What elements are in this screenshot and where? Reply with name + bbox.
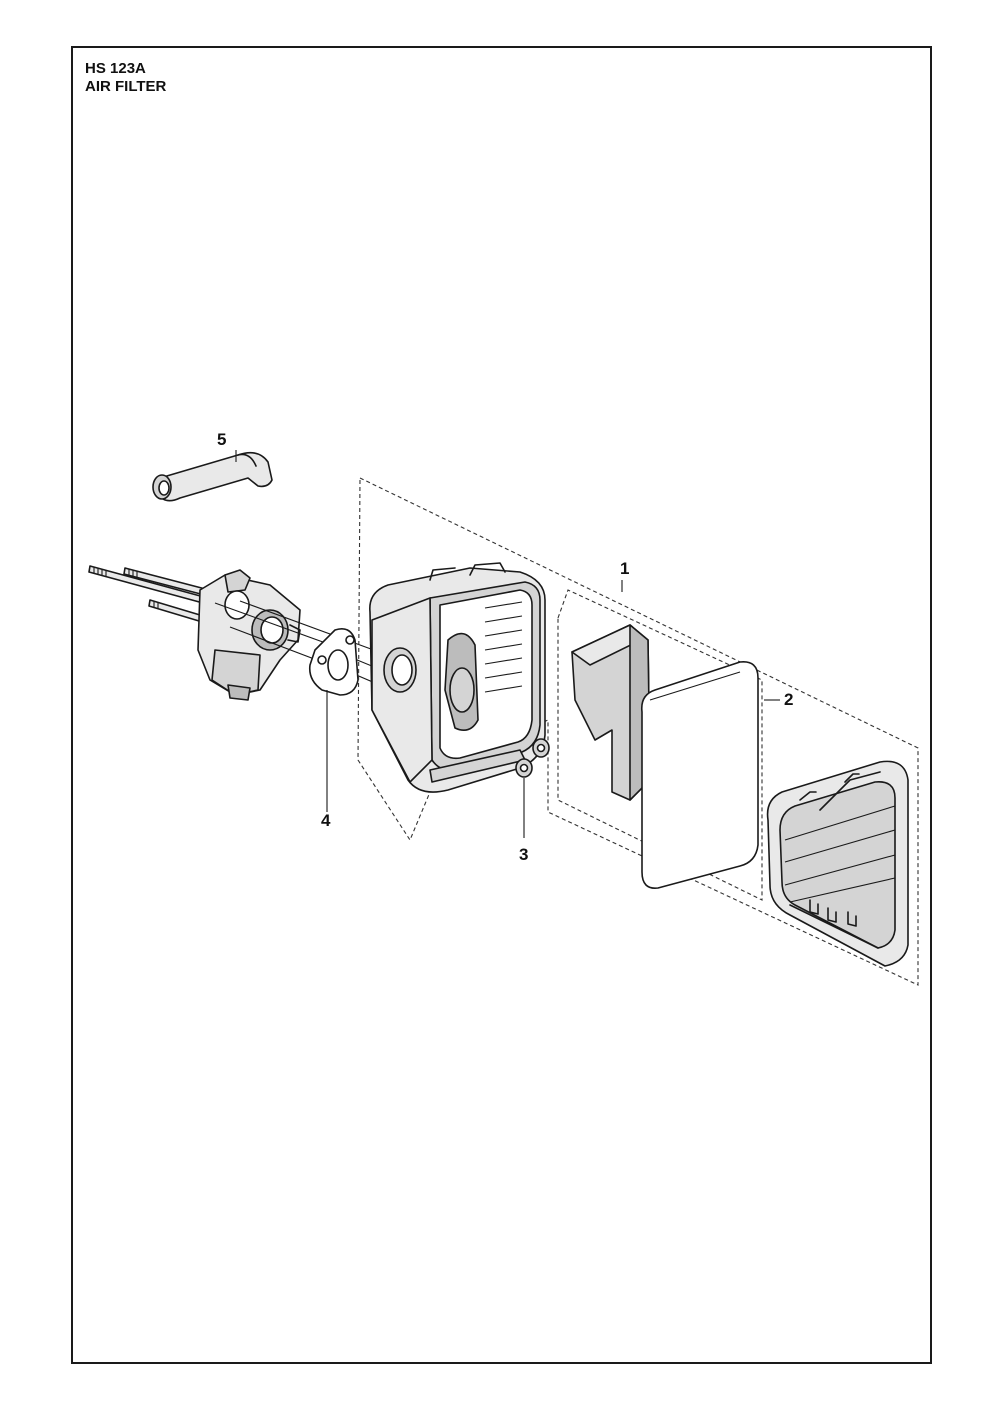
filter-cover-drawing <box>766 760 909 967</box>
nuts-drawing <box>515 738 550 838</box>
model-label: HS 123A <box>85 60 146 77</box>
filter-housing-drawing <box>369 562 546 793</box>
callout-5: 5 <box>217 430 227 449</box>
callout-4: 4 <box>321 811 331 830</box>
carburetor-drawing <box>197 569 301 701</box>
callout-1: 1 <box>620 559 630 578</box>
section-label: AIR FILTER <box>85 78 167 95</box>
foam-prefilter-drawing <box>571 624 651 801</box>
callout-leaders <box>621 580 780 701</box>
breather-hose-drawing <box>152 450 273 502</box>
callout-3: 3 <box>519 845 529 864</box>
callout-2: 2 <box>784 690 794 709</box>
page-title: HS 123A AIR FILTER <box>85 60 166 96</box>
page-frame <box>71 46 932 1364</box>
filter-set-2-boundary <box>557 589 763 901</box>
assembly-1-boundary <box>357 477 919 986</box>
paper-filter-drawing <box>640 661 759 889</box>
gasket-drawing <box>308 627 359 812</box>
